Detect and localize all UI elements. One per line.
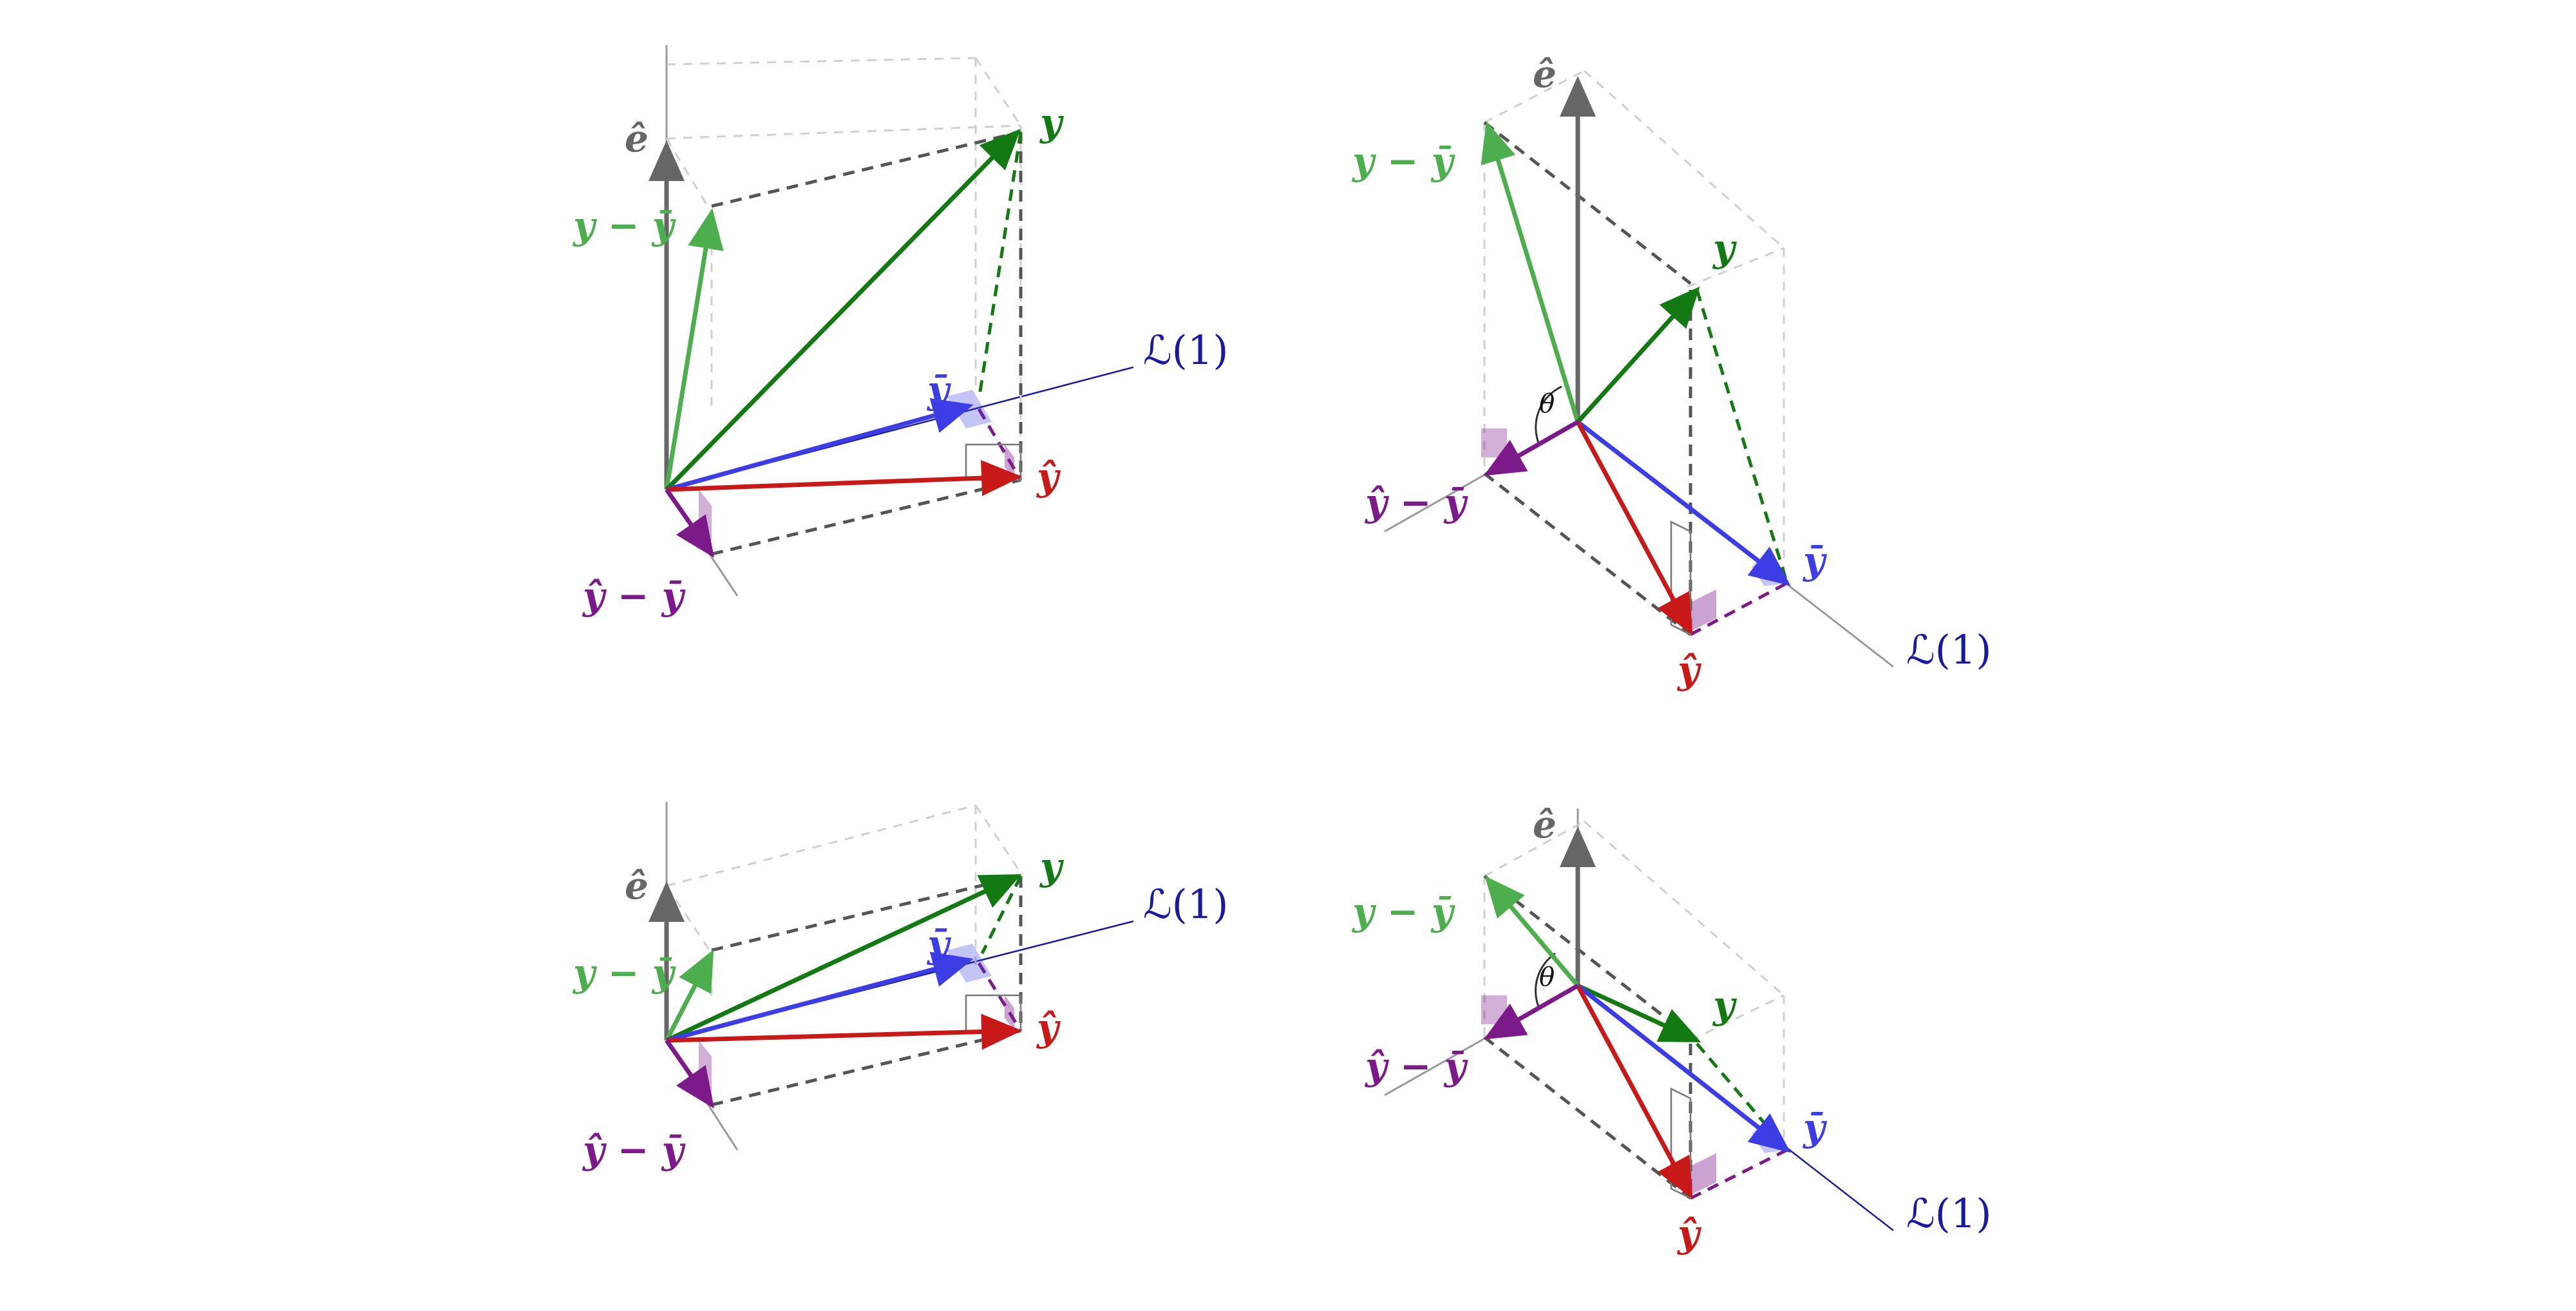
label-yhat-minus-ybar: ŷ − ȳ [582, 574, 687, 618]
theta-arc [1534, 952, 1556, 1009]
guide-line [665, 885, 713, 954]
dashed-edge [1483, 121, 1692, 285]
guide-line [1584, 70, 1785, 249]
vector-ybar [1576, 984, 1791, 1153]
label-L1: ℒ(1) [1143, 327, 1228, 374]
guide-line [665, 138, 713, 213]
right-angle-marker [1690, 1153, 1716, 1195]
vector-yhat-minus-ybar [665, 1038, 715, 1109]
panel-bottom-right: ê y − ȳ y θ ŷ − ȳ ȳ ℒ(1) ŷ [1351, 803, 1991, 1256]
dashed-edge [711, 130, 1021, 208]
label-yhat: ŷ [1676, 648, 1702, 692]
vector-y [1576, 286, 1700, 424]
vector-ybar [666, 397, 974, 492]
panel-top-left: ê y − ȳ y ȳ ℒ(1) ŷ ŷ − ȳ [572, 45, 1228, 618]
vector-yhat-minus-ybar [1483, 983, 1579, 1040]
label-e-hat: ê [625, 864, 649, 908]
label-y-minus-ybar: y − ȳ [572, 204, 677, 247]
right-angle-marker [1481, 995, 1507, 1024]
panel-top-right: ê y − ȳ y θ ŷ − ȳ ȳ ℒ(1) ŷ [1351, 52, 1991, 692]
label-e-hat: ê [1533, 803, 1557, 847]
guide-line [1584, 820, 1785, 997]
vector-yhat [666, 460, 1022, 497]
right-angle-marker [1005, 445, 1014, 480]
vector-y-minus-ybar [664, 949, 714, 1042]
dashed-edge-green [1695, 289, 1789, 584]
dashed-edge [1483, 472, 1692, 636]
dashed-edge [711, 1029, 1021, 1107]
guide-line [974, 57, 1022, 126]
theta-arc [1535, 385, 1562, 445]
guide-line [1484, 820, 1585, 877]
guide-line [666, 124, 1021, 140]
dashed-edge [1483, 875, 1692, 1038]
vector-yhat [666, 1013, 1022, 1050]
label-L1: ℒ(1) [1906, 626, 1991, 673]
label-ybar: ȳ [1802, 539, 1828, 582]
vector-yhat [1575, 421, 1693, 636]
guide-line [1687, 247, 1785, 288]
right-angle-marker [699, 490, 712, 541]
label-y: y [1039, 845, 1065, 888]
label-y: y [1039, 100, 1065, 144]
vector-y-minus-ybar [1481, 121, 1580, 423]
label-L1: ℒ(1) [1906, 1190, 1991, 1237]
dashed-edge [1483, 1036, 1692, 1200]
panel-bottom-left: ê y − ȳ y ȳ ℒ(1) ŷ ŷ − ȳ [572, 802, 1228, 1172]
label-yhat-minus-ybar: ŷ − ȳ [1364, 1044, 1469, 1088]
label-y-minus-ybar: y − ȳ [1351, 890, 1456, 933]
vector-y-minus-ybar [664, 208, 724, 490]
dashed-edge [711, 874, 1021, 952]
label-yhat: ŷ [1036, 1006, 1061, 1049]
dashed-edge-green [980, 875, 1023, 955]
vector-y-minus-ybar [1484, 876, 1580, 988]
guide-line [666, 804, 976, 887]
right-angle-marker [1481, 428, 1507, 457]
dashed-edge [711, 478, 1021, 556]
label-yhat: ŷ [1036, 455, 1061, 499]
dashed-edge-green [977, 131, 1023, 400]
vector-y [665, 874, 1022, 1043]
label-ybar: ȳ [1802, 1105, 1828, 1149]
right-angle-marker [1005, 995, 1014, 1031]
guide-line [1484, 70, 1585, 124]
label-theta: θ [1539, 389, 1555, 419]
vector-y [1577, 983, 1701, 1043]
label-y: y [1712, 983, 1738, 1027]
vector-ybar [666, 952, 974, 1043]
guide-line [666, 57, 976, 66]
label-ybar: ȳ [926, 368, 952, 412]
label-e-hat: ê [1533, 52, 1557, 96]
label-y: y [1712, 226, 1738, 270]
label-L1: ℒ(1) [1143, 881, 1228, 928]
vector-yhat-minus-ybar [665, 488, 715, 558]
label-y-minus-ybar: y − ȳ [1351, 139, 1456, 183]
guide-line [1690, 994, 1785, 1042]
vector-y [665, 129, 1021, 492]
vector-ybar [1576, 420, 1791, 586]
vector-yhat [1575, 984, 1693, 1200]
label-yhat-minus-ybar: ŷ − ȳ [1364, 481, 1469, 524]
right-angle-marker [1690, 589, 1716, 631]
label-yhat: ŷ [1676, 1212, 1702, 1256]
vector-yhat-minus-ybar [1483, 419, 1579, 476]
label-ybar: ȳ [926, 922, 952, 966]
label-theta: θ [1539, 962, 1555, 992]
label-e-hat: ê [625, 117, 649, 160]
label-yhat-minus-ybar: ŷ − ȳ [582, 1128, 687, 1172]
label-y-minus-ybar: y − ȳ [572, 951, 677, 995]
guide-line [974, 805, 1022, 874]
